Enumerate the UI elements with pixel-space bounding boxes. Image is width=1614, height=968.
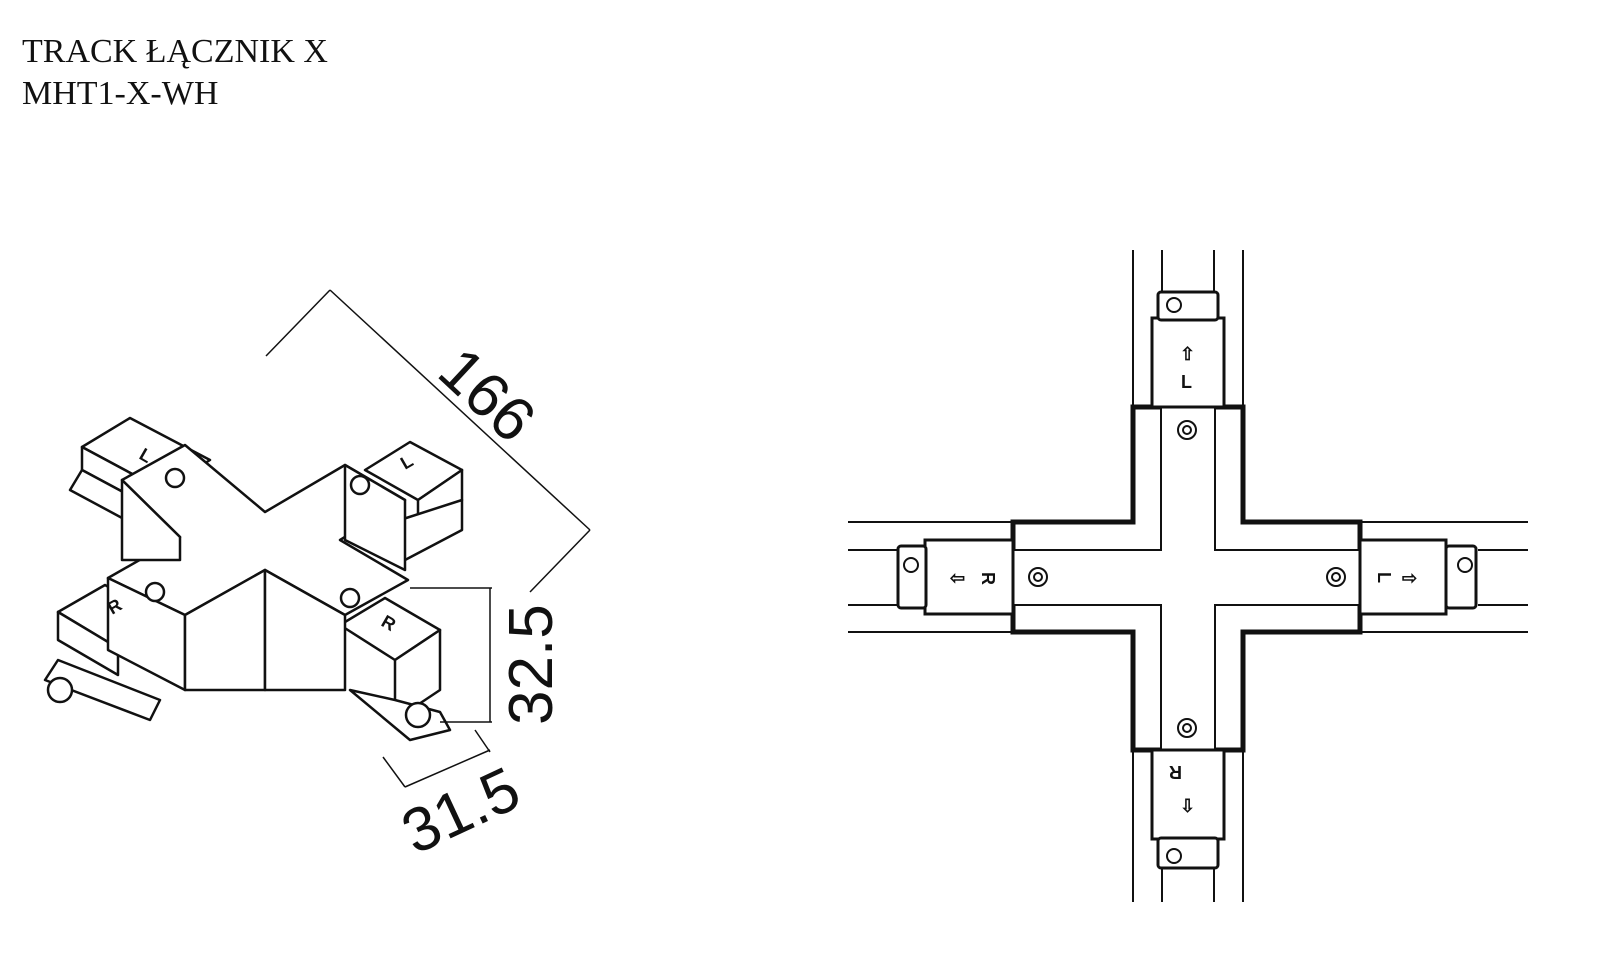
arrow-up-icon: ⇧ <box>1180 344 1195 364</box>
isometric-view <box>43 416 464 742</box>
arrow-right-icon: ⇨ <box>1402 568 1417 588</box>
dimension-length: 166 <box>425 335 548 456</box>
dimension-height: 32.5 <box>497 604 566 725</box>
product-title: TRACK ŁĄCZNIK X <box>22 33 328 70</box>
dimension-lines <box>265 289 591 788</box>
arrow-down-icon: ⇩ <box>1180 796 1195 816</box>
arrow-left-icon: ⇦ <box>949 568 965 588</box>
marking-bottom: R <box>1169 762 1182 782</box>
marking-left: R <box>978 572 998 585</box>
marking-right: L <box>1374 572 1394 583</box>
dimension-width: 31.5 <box>392 754 531 868</box>
product-code: MHT1-X-WH <box>22 75 219 112</box>
marking-top: L <box>1181 372 1192 392</box>
top-view <box>848 250 1528 902</box>
